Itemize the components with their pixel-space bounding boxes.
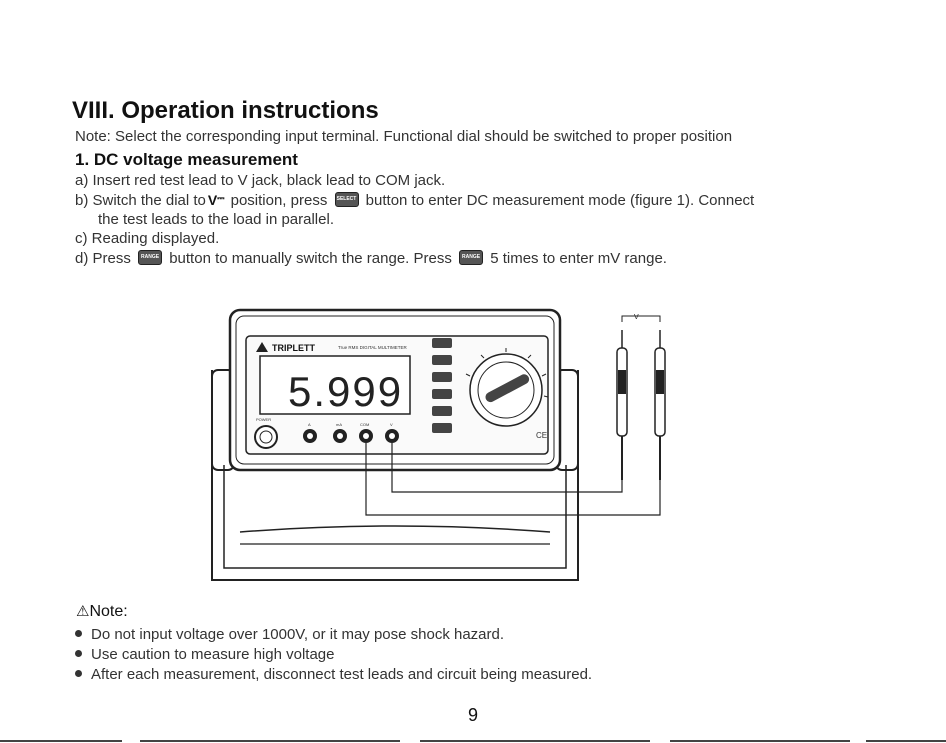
multimeter-figure: TRIPLETT True RMS DIGITAL MULTIMETER 5.9… <box>211 308 666 581</box>
warning-item: Do not input voltage over 1000V, or it m… <box>75 626 504 643</box>
page-number: 9 <box>468 705 479 725</box>
model-label: True RMS DIGITAL MULTIMETER <box>338 345 408 350</box>
bullet-icon <box>75 670 82 677</box>
step-a: a) Insert red test lead to V jack, black… <box>75 172 446 189</box>
input-jacks <box>303 429 399 443</box>
section-title: VIII. Operation instructions <box>72 97 379 124</box>
step-d-text-2: button to manually switch the range. Pre… <box>169 250 452 267</box>
bullet-icon <box>75 630 82 637</box>
lcd-display <box>259 355 411 415</box>
step-b-text-1: b) Switch the dial to <box>75 192 206 209</box>
warning-triangle-icon: ⚠ <box>76 603 90 620</box>
warning-item: After each measurement, disconnect test … <box>75 666 592 683</box>
power-label: POWER <box>256 417 271 422</box>
jack-label-com: COM <box>360 422 369 427</box>
step-c: c) Reading displayed. <box>75 230 220 247</box>
warning-item: Use caution to measure high voltage <box>75 646 334 663</box>
dial-pointer <box>485 374 530 403</box>
step-d-text-3: 5 times to enter mV range. <box>490 250 667 267</box>
step-b-text-3: button to enter DC measurement mode (fig… <box>365 192 755 209</box>
bullet-icon <box>75 650 82 657</box>
ce-mark: CE <box>536 431 547 440</box>
jack-label-v: V <box>390 422 393 427</box>
step-b-continued: the test leads to the load in parallel. <box>98 211 334 228</box>
footer-rule <box>670 740 850 742</box>
v-dc-symbol-icon: V⎓ <box>207 192 225 208</box>
jack-label-ma: mA <box>336 422 342 427</box>
test-probes-icon <box>616 315 666 480</box>
probe-v-label: V <box>634 314 639 321</box>
range-button-icon: RANGE <box>138 250 163 265</box>
range-button-icon-2: RANGE <box>459 250 484 265</box>
side-button-column <box>432 338 452 433</box>
lcd-reading: 5.999 <box>288 368 403 415</box>
black-lead-wire <box>365 443 661 516</box>
step-b-text-2: position, press <box>230 192 328 209</box>
note-line: Note: Select the corresponding input ter… <box>75 128 733 145</box>
red-lead-wire <box>391 443 623 493</box>
footer-rule <box>866 740 946 742</box>
warning-title: ⚠Note: <box>76 603 128 620</box>
jack-label-a: A <box>308 422 311 427</box>
footer-rule <box>0 740 122 742</box>
subsection-title: 1. DC voltage measurement <box>75 150 298 169</box>
power-button-icon <box>254 425 278 449</box>
brand-label: TRIPLETT <box>272 343 315 353</box>
select-button-icon: SELECT <box>334 192 359 207</box>
triplett-logo-icon <box>256 342 268 352</box>
footer-rule <box>420 740 650 742</box>
footer-rule <box>140 740 400 742</box>
step-d: d) Press RANGE button to manually switch… <box>75 250 667 267</box>
step-d-text-1: d) Press <box>75 250 131 267</box>
